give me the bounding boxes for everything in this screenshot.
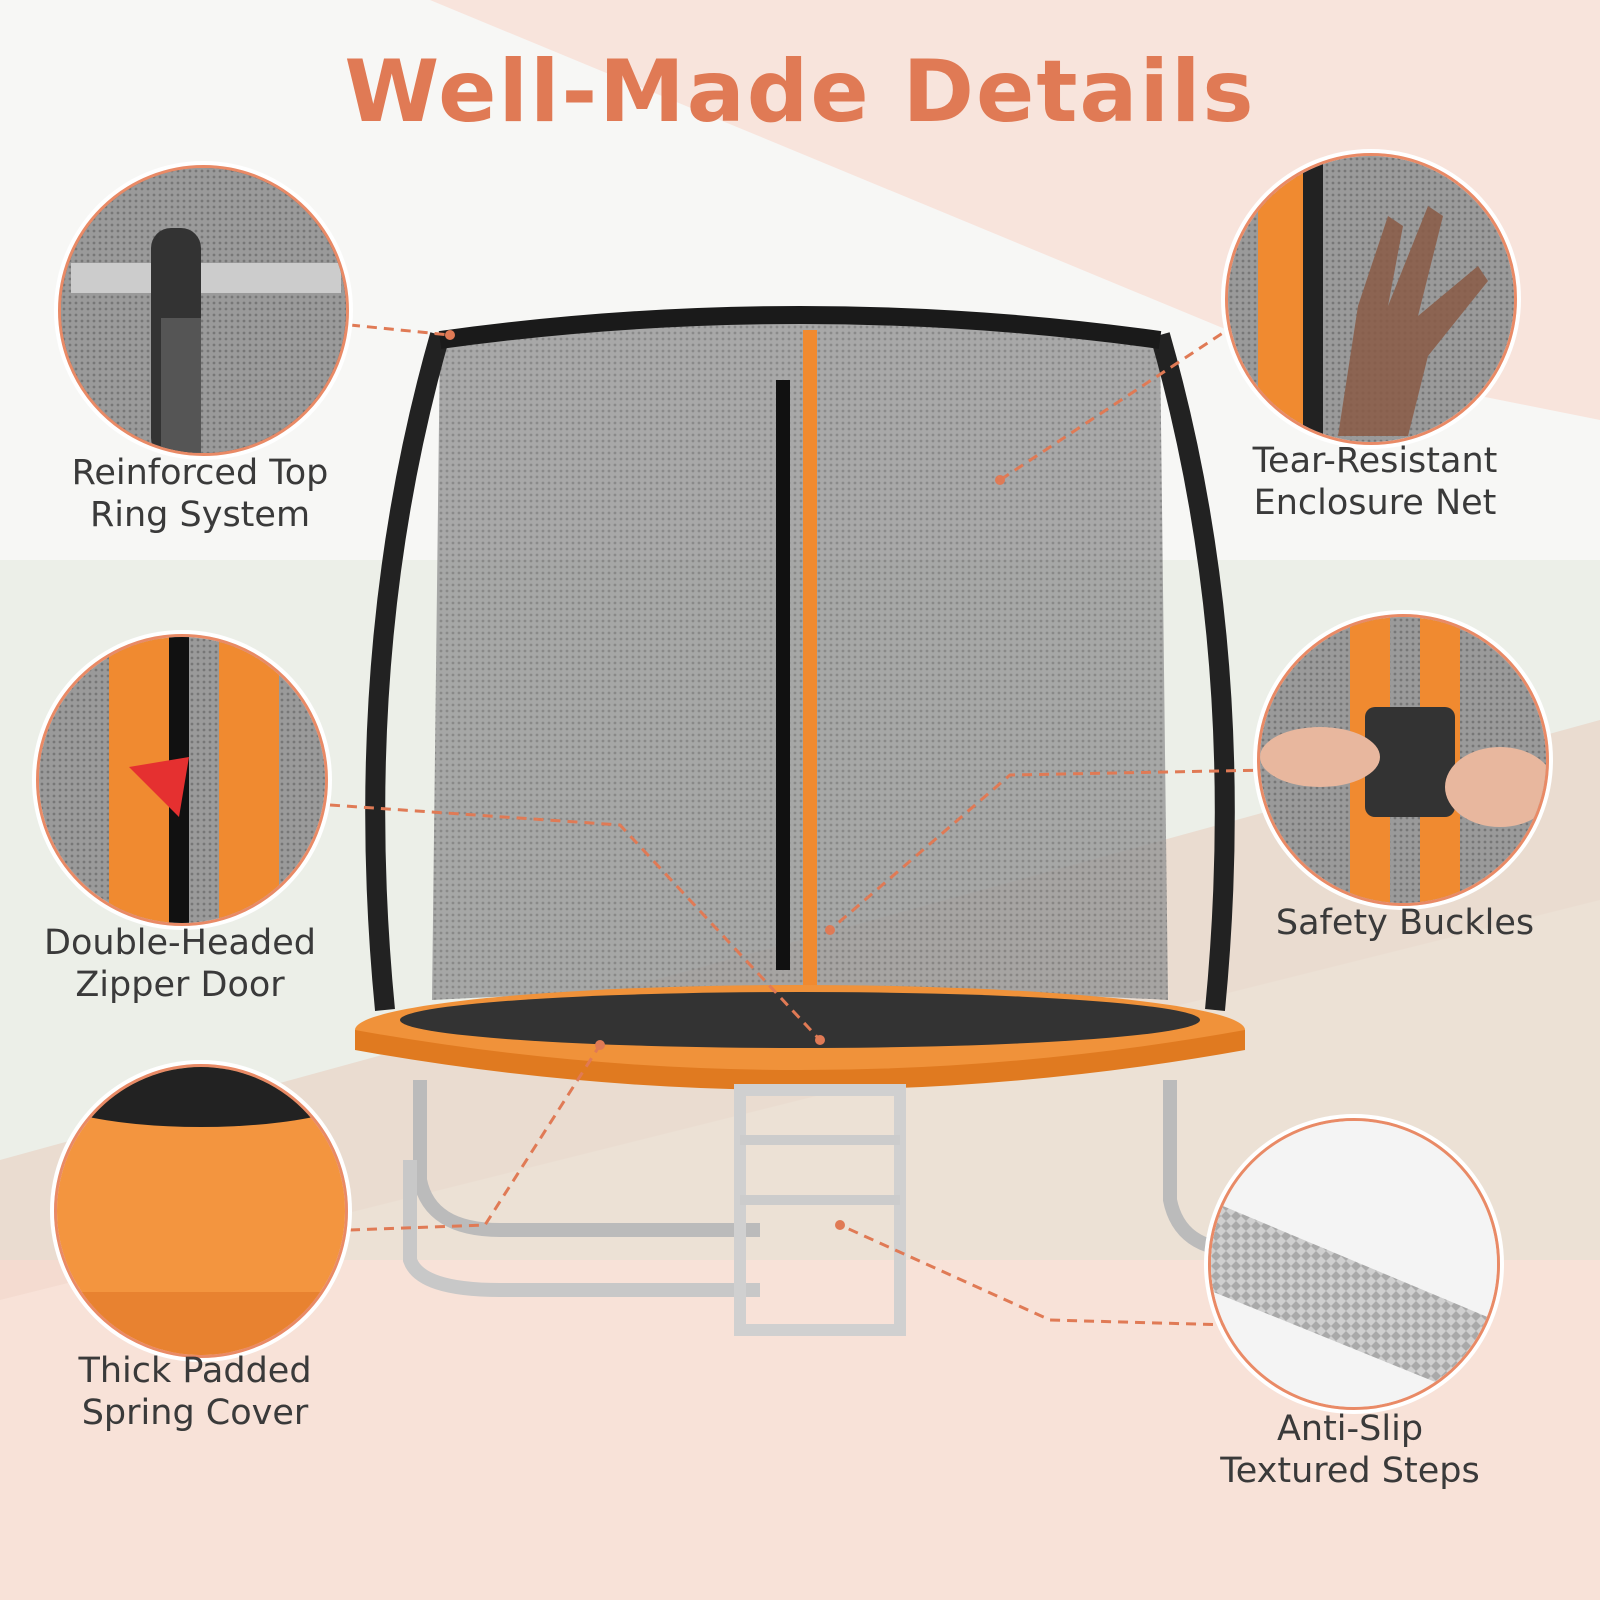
page-title: Well-Made Details: [344, 42, 1256, 142]
label-line: Double-Headed: [44, 923, 316, 963]
label-line: Zipper Door: [75, 965, 285, 1005]
spring-cover-closeup-image: [54, 1064, 348, 1358]
label-line: Ring System: [89, 495, 311, 535]
callout-lines: [329, 313, 1271, 1327]
label-line: Enclosure Net: [1253, 483, 1497, 523]
textured-step-closeup-image: [1208, 1118, 1500, 1410]
trampoline-image: [355, 306, 1245, 1336]
feature-label-safety-buckles: Safety Buckles: [1245, 902, 1565, 944]
label-line: Anti-Slip: [1276, 1409, 1424, 1449]
zipper-closeup-image: [36, 634, 328, 926]
label-line: Spring Cover: [81, 1393, 309, 1433]
label-line: Safety Buckles: [1275, 903, 1535, 943]
label-line: Textured Steps: [1220, 1451, 1480, 1491]
label-line: Tear-Resistant: [1252, 441, 1498, 481]
enclosure-net-closeup-image: [1225, 153, 1517, 445]
top-ring-closeup-image: [58, 165, 349, 456]
label-line: Thick Padded: [78, 1351, 312, 1391]
label-line: Reinforced Top: [71, 453, 329, 493]
safety-buckle-closeup-image: [1257, 614, 1549, 906]
